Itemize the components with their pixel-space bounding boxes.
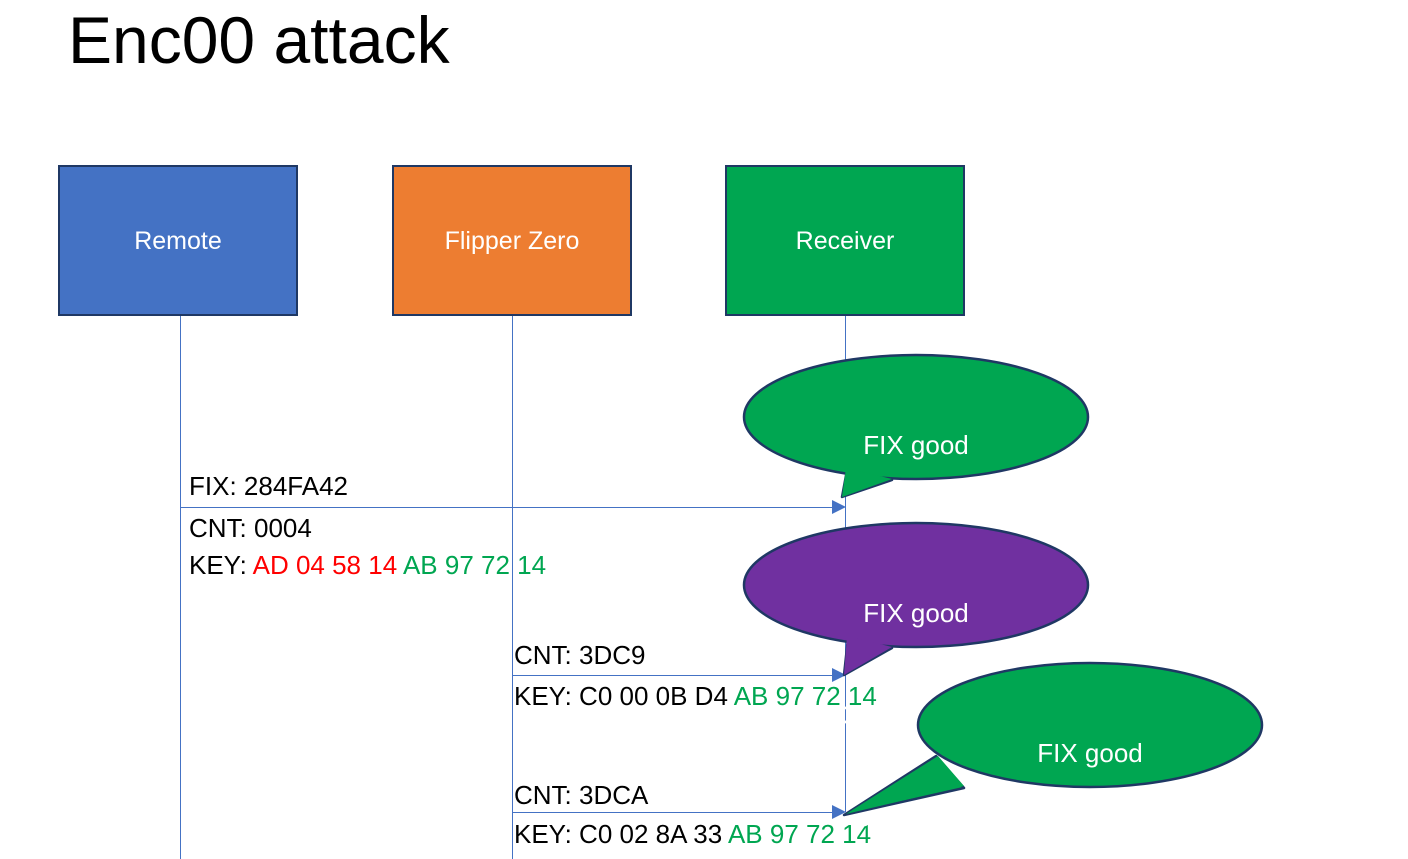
message-3-key-prefix: KEY: (514, 819, 580, 849)
message-2-arrow-line (512, 675, 833, 676)
speech-bubble-receiver-ok-second: FIX good CNT is 3DCA “Opened” (842, 660, 1264, 859)
message-3-cnt-label: CNT: 3DCA (514, 780, 649, 810)
message-2-key-black-bytes: C0 00 0B D4 (579, 681, 734, 711)
actor-box-flipper-zero[interactable]: Flipper Zero (392, 165, 632, 316)
message-2-key-label: KEY: C0 00 0B D4 AB 97 72 14 (514, 680, 877, 713)
speech-bubble-1-shape (742, 353, 1090, 499)
message-1-arrow-line (180, 507, 833, 508)
message-2-arrow-head (832, 668, 846, 682)
message-1-cnt-label: CNT: 0004 (189, 513, 312, 543)
message-1-key-label: KEY: AD 04 58 14 AB 97 72 14 (189, 549, 546, 582)
actor-box-remote[interactable]: Remote (58, 165, 298, 316)
message-3-key-label: KEY: C0 02 8A 33 AB 97 72 14 (514, 818, 871, 851)
message-3-key-green-bytes: AB 97 72 14 (727, 819, 872, 849)
speech-bubble-2-shape (742, 521, 1090, 677)
message-1-arrow-head (832, 500, 846, 514)
message-2-cnt-label: CNT: 3DC9 (514, 640, 646, 670)
page-title: Enc00 attack (68, 3, 450, 77)
actor-box-receiver[interactable]: Receiver (725, 165, 965, 316)
speech-bubble-3-line-2: CNT is 3DCA (1012, 840, 1168, 859)
message-3-key-black-bytes: C0 02 8A 33 (579, 819, 728, 849)
message-1-fix-label: FIX: 284FA42 (189, 471, 348, 501)
message-3-arrow-line (512, 812, 833, 813)
actor-label-receiver: Receiver (795, 226, 895, 255)
lifeline-flipper (512, 316, 513, 859)
lifeline-remote (180, 316, 181, 859)
message-2-key-prefix: KEY: (514, 681, 580, 711)
message-3-arrow-head (832, 805, 846, 819)
message-2-key-green-bytes: AB 97 72 14 (733, 681, 877, 711)
speech-bubble-receiver-ok-first: FIX good CNT 0001 good “Opened” (742, 352, 1090, 664)
actor-label-flipper-zero: Flipper Zero (444, 226, 580, 255)
speech-bubble-3-shape (842, 661, 1264, 817)
message-1-key-green-bytes: AB 97 72 14 (402, 550, 547, 580)
speech-bubble-receiver-future-code: FIX good CNT 3DC9 is future code (742, 520, 1090, 832)
actor-label-remote: Remote (134, 226, 222, 255)
message-1-key-red-bytes: AD 04 58 14 (252, 550, 403, 580)
message-1-key-prefix: KEY: (189, 550, 253, 580)
